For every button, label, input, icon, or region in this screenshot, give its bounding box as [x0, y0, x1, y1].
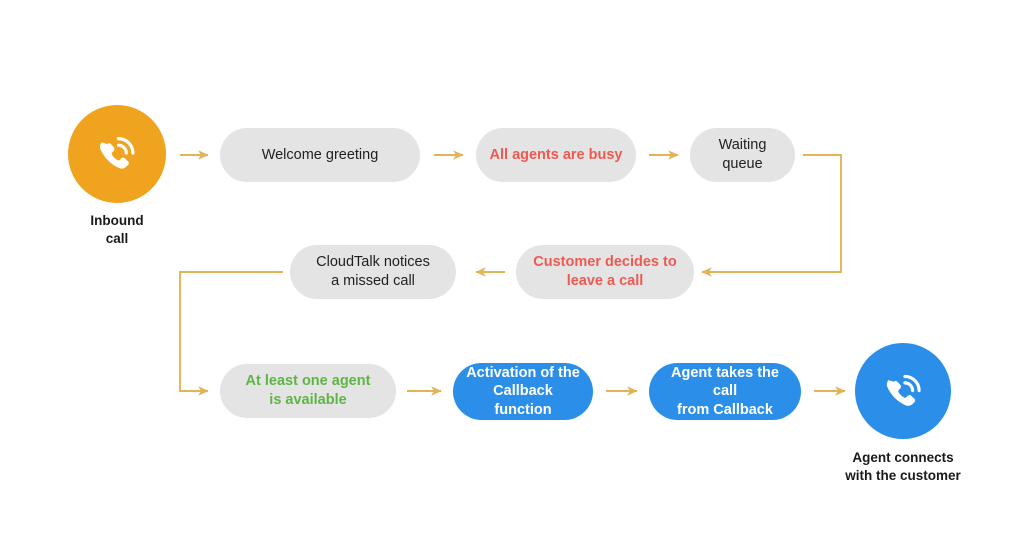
- phone-waves-icon: [91, 128, 143, 180]
- node-label: Welcome greeting: [261, 146, 379, 163]
- node-cloudtalk-notices-missed-call[interactable]: CloudTalk notices a missed call: [290, 245, 456, 299]
- node-at-least-one-agent-available[interactable]: At least one agent is available: [220, 364, 396, 418]
- node-label: Activation of the Callback function: [466, 364, 580, 418]
- node-label: Agent takes the call from Callback: [671, 364, 779, 418]
- agent-connects-caption: Agent connects with the customer: [845, 450, 961, 483]
- inbound-call-circle[interactable]: [68, 105, 166, 203]
- agent-connects-circle[interactable]: [855, 343, 951, 439]
- node-agent-takes-call[interactable]: Agent takes the call from Callback: [649, 363, 801, 420]
- phone-waves-icon: [878, 366, 929, 417]
- node-waiting-queue[interactable]: Waiting queue: [690, 128, 795, 182]
- node-welcome-greeting[interactable]: Welcome greeting: [220, 128, 420, 182]
- node-label: Customer decides to leave a call: [533, 254, 677, 289]
- inbound-call-caption: Inbound call: [90, 213, 144, 246]
- node-all-agents-busy[interactable]: All agents are busy: [476, 128, 636, 182]
- node-label: Waiting queue: [718, 137, 767, 172]
- node-label: All agents are busy: [489, 146, 623, 163]
- node-label: CloudTalk notices a missed call: [316, 254, 430, 289]
- node-customer-decides-to-leave[interactable]: Customer decides to leave a call: [516, 245, 694, 299]
- node-label: At least one agent is available: [245, 373, 371, 408]
- node-callback-activation[interactable]: Activation of the Callback function: [453, 363, 593, 420]
